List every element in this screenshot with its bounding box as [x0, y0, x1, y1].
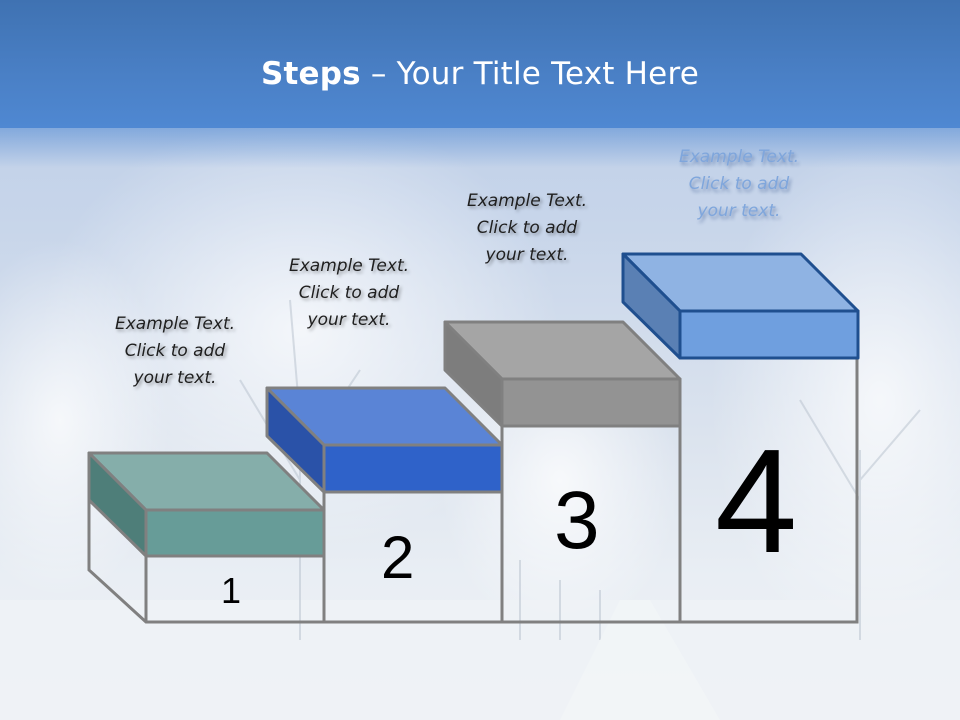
step-3-block [443, 320, 682, 428]
title-bar [0, 0, 960, 128]
step-4-block [621, 252, 860, 360]
step-3-caption[interactable]: Example Text. Click to add your text. [466, 191, 588, 265]
step-2-block [265, 386, 504, 494]
step-1-number: 1 [221, 570, 242, 611]
step-1-block [87, 451, 326, 558]
step-3-number: 3 [554, 475, 600, 566]
step-2-caption[interactable]: Example Text. Click to add your text. [288, 256, 410, 330]
title-bold: Steps [260, 56, 361, 92]
step-4-caption[interactable]: Example Text. Click to add your text. [678, 147, 800, 221]
step-1-caption[interactable]: Example Text. Click to add your text. [114, 314, 236, 388]
slide-title[interactable]: Steps – Your Title Text Here [0, 56, 960, 92]
step-2-number: 2 [381, 524, 415, 591]
step-4-number: 4 [715, 419, 798, 584]
title-rest: – Your Title Text Here [360, 56, 699, 92]
